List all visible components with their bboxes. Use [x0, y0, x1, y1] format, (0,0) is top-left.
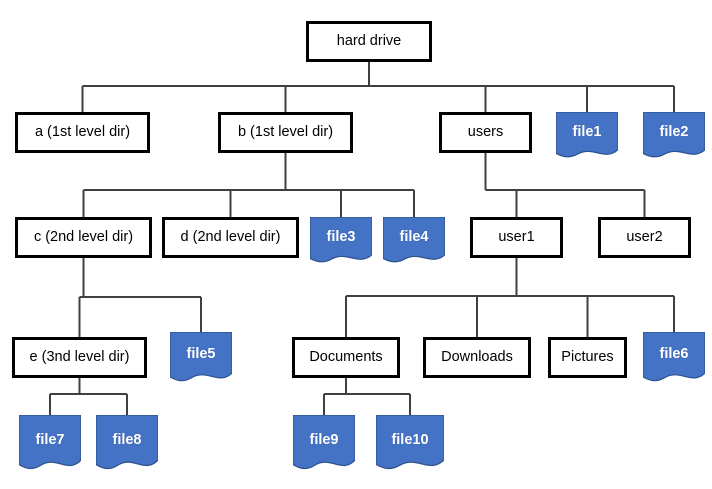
dir-node-label: user2 — [626, 228, 663, 245]
file-node-file7[interactable]: file7 — [19, 415, 81, 470]
file-node-file9[interactable]: file9 — [293, 415, 355, 470]
dir-node-label: hard drive — [336, 32, 402, 49]
dir-node-label: users — [467, 123, 504, 140]
file-node-label: file5 — [186, 346, 216, 363]
dir-node-d[interactable]: d (2nd level dir) — [162, 217, 299, 258]
dir-node-c[interactable]: c (2nd level dir) — [15, 217, 152, 258]
file-document-shape — [643, 332, 705, 382]
file-node-label: file1 — [572, 124, 602, 141]
dir-node-Downloads[interactable]: Downloads — [423, 337, 531, 378]
dir-node-harddrive[interactable]: hard drive — [306, 21, 432, 62]
file-node-label: file2 — [659, 124, 689, 141]
dir-node-label: b (1st level dir) — [237, 123, 334, 140]
file-document-shape — [170, 332, 232, 382]
dir-node-label: a (1st level dir) — [34, 123, 131, 140]
file-node-label: file3 — [326, 229, 356, 246]
file-node-file5[interactable]: file5 — [170, 332, 232, 382]
dir-node-label: user1 — [498, 228, 535, 245]
file-node-label: file6 — [659, 346, 689, 363]
file-node-file3[interactable]: file3 — [310, 217, 372, 263]
file-document-shape — [556, 112, 618, 158]
file-node-label: file4 — [399, 229, 429, 246]
dir-node-b[interactable]: b (1st level dir) — [218, 112, 353, 153]
file-document-shape — [293, 415, 355, 470]
file-node-file4[interactable]: file4 — [383, 217, 445, 263]
file-document-shape — [96, 415, 158, 470]
dir-node-label: Pictures — [561, 348, 614, 365]
file-node-label: file9 — [309, 431, 339, 448]
file-node-file6[interactable]: file6 — [643, 332, 705, 382]
dir-node-Documents[interactable]: Documents — [292, 337, 400, 378]
file-node-file8[interactable]: file8 — [96, 415, 158, 470]
file-document-shape — [310, 217, 372, 263]
file-document-shape — [383, 217, 445, 263]
dir-node-a[interactable]: a (1st level dir) — [15, 112, 150, 153]
dir-node-label: Documents — [309, 348, 383, 365]
dir-node-label: d (2nd level dir) — [180, 228, 281, 245]
file-node-file10[interactable]: file10 — [376, 415, 444, 470]
file-node-label: file8 — [112, 431, 142, 448]
dir-node-e[interactable]: e (3nd level dir) — [12, 337, 147, 378]
file-node-file1[interactable]: file1 — [556, 112, 618, 158]
dir-node-Pictures[interactable]: Pictures — [548, 337, 627, 378]
file-document-shape — [376, 415, 444, 470]
dir-node-label: c (2nd level dir) — [33, 228, 134, 245]
file-document-shape — [19, 415, 81, 470]
dir-node-label: Downloads — [441, 348, 513, 365]
file-node-label: file7 — [35, 431, 65, 448]
file-node-label: file10 — [391, 431, 429, 448]
file-node-file2[interactable]: file2 — [643, 112, 705, 158]
dir-node-user1[interactable]: user1 — [470, 217, 563, 258]
dir-node-user2[interactable]: user2 — [598, 217, 691, 258]
dir-node-users[interactable]: users — [439, 112, 532, 153]
dir-node-label: e (3nd level dir) — [29, 348, 130, 365]
file-document-shape — [643, 112, 705, 158]
